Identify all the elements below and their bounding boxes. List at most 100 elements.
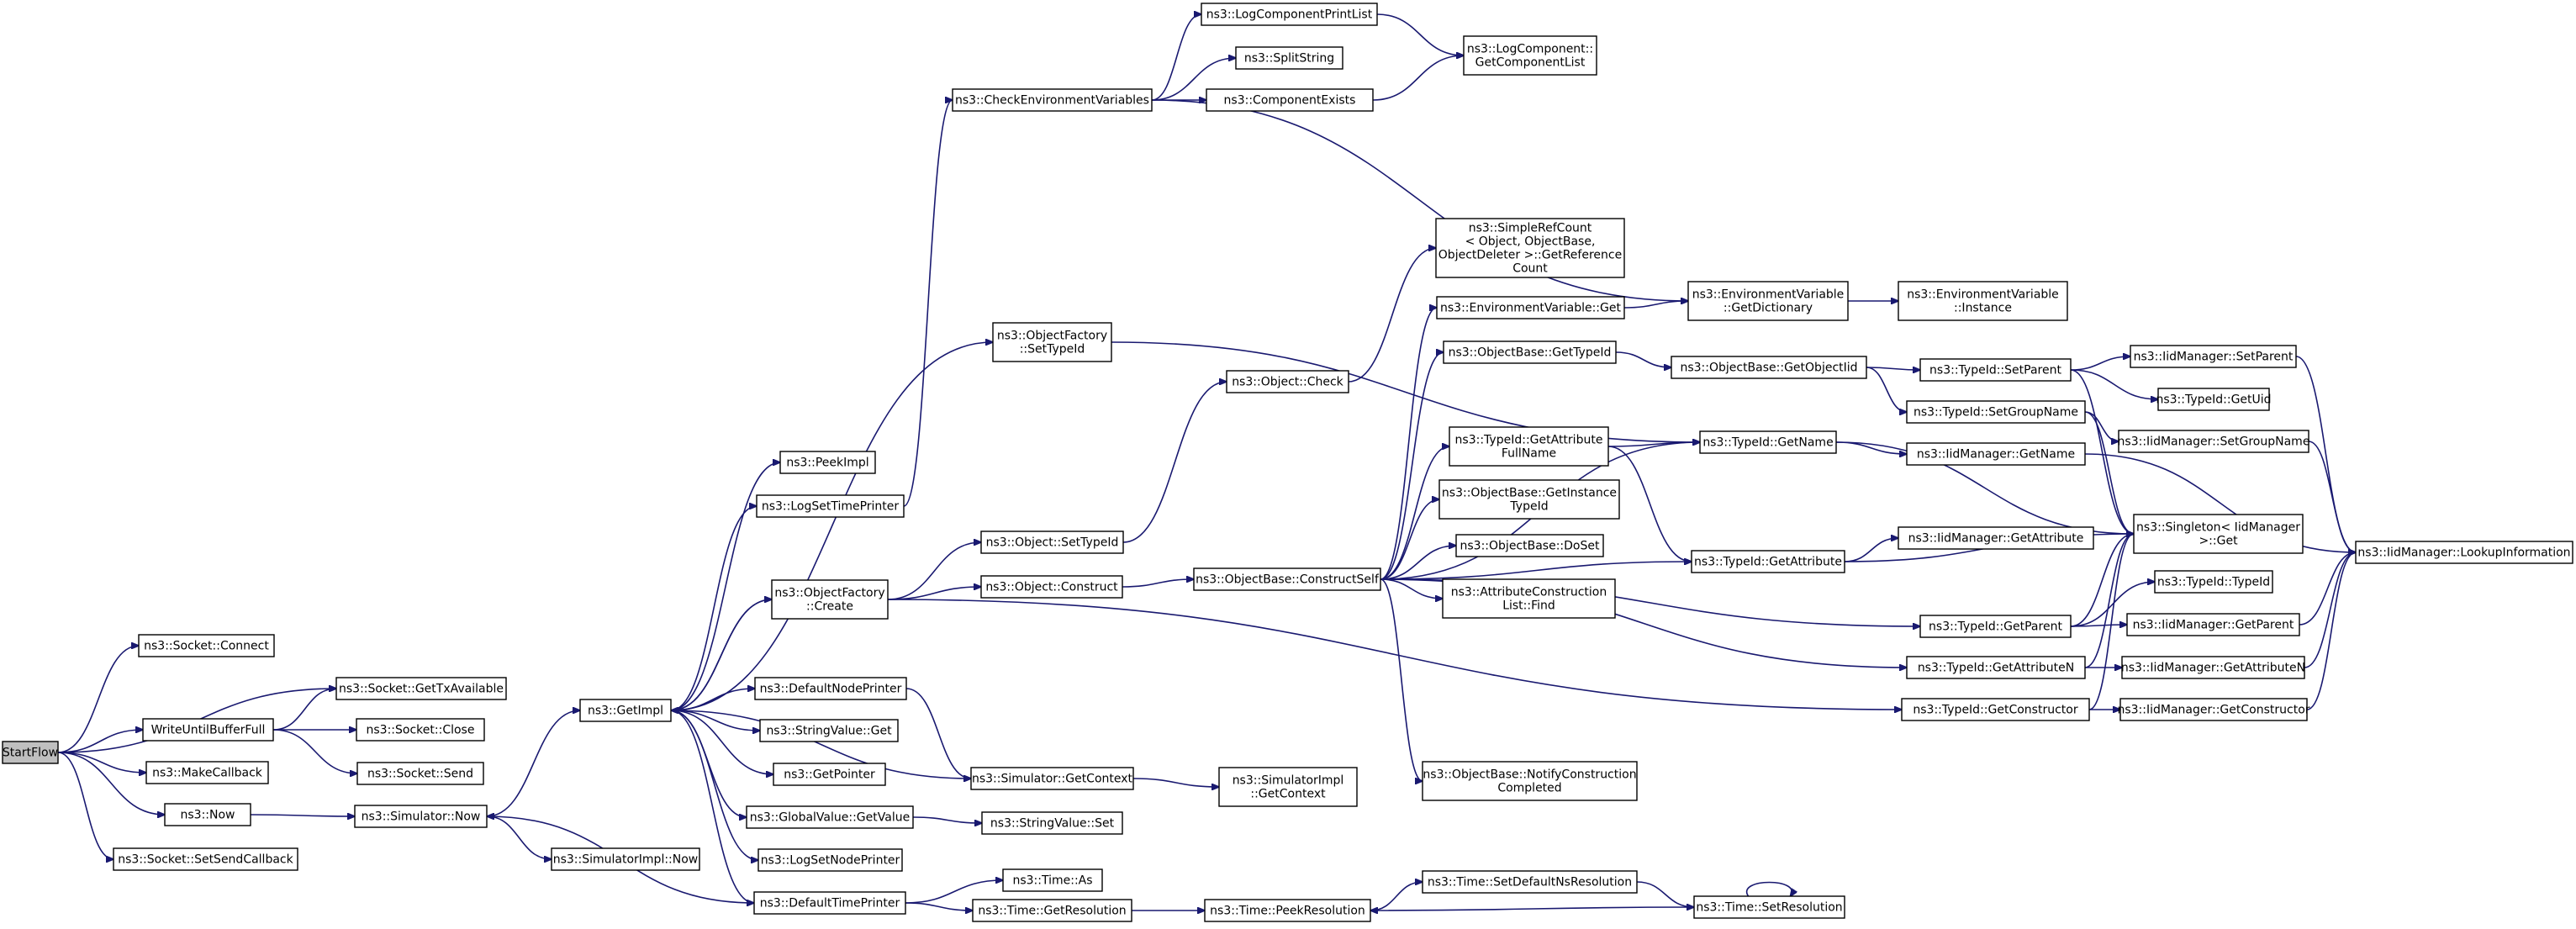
node-iid-manager-get-attribute[interactable]: ns3::IidManager::GetAttribute [1898, 526, 2094, 550]
node-log-set-node-printer[interactable]: ns3::LogSetNodePrinter [757, 848, 903, 872]
node-now[interactable]: ns3::Now [164, 803, 251, 826]
edge-time-set-default-ns-resolution-to-time-set-resolution [1636, 881, 1694, 907]
node-label: ns3::Now [181, 809, 235, 822]
node-label: ns3::Object::Construct [985, 581, 1118, 594]
node-label: ns3::SimpleRefCount [1469, 222, 1592, 235]
node-simulator-now[interactable]: ns3::Simulator::Now [354, 805, 488, 828]
node-simulator-get-context[interactable]: ns3::Simulator::GetContext [970, 767, 1134, 790]
node-box [1435, 218, 1625, 278]
edge-time-set-resolution-to-time-peek-resolution [1370, 906, 1695, 911]
node-peek-impl[interactable]: ns3::PeekImpl [779, 451, 876, 474]
node-label: ns3::EnvironmentVariable::Get [1440, 302, 1621, 315]
node-environment-variable-get-dictionary[interactable]: ns3::EnvironmentVariable::GetDictionary [1687, 281, 1849, 321]
node-box [2, 741, 59, 764]
node-string-value-set[interactable]: ns3::StringValue::Set [981, 811, 1123, 835]
node-type-id-set-parent[interactable]: ns3::TypeId::SetParent [1919, 358, 2072, 382]
node-type-id-get-uid[interactable]: ns3::TypeId::GetUid [2156, 388, 2272, 411]
node-label: StartFlow [3, 747, 58, 760]
node-global-value-get-value[interactable]: ns3::GlobalValue::GetValue [746, 805, 914, 829]
node-iid-manager-get-parent[interactable]: ns3::IidManager::GetParent [2126, 613, 2300, 636]
node-iid-manager-get-attribute-n[interactable]: ns3::IidManager::GetAttributeN [2121, 656, 2305, 679]
node-object-base-get-type-id[interactable]: ns3::ObjectBase::GetTypeId [1443, 340, 1617, 364]
node-object-base-do-set[interactable]: ns3::ObjectBase::DoSet [1455, 534, 1604, 557]
node-type-id-type-id[interactable]: ns3::TypeId::TypeId [2154, 570, 2273, 594]
node-default-time-printer[interactable]: ns3::DefaultTimePrinter [753, 891, 906, 915]
node-iid-manager-get-name[interactable]: ns3::IidManager::GetName [1906, 442, 2086, 466]
node-make-callback[interactable]: ns3::MakeCallback [145, 761, 269, 784]
node-socket-set-send-callback[interactable]: ns3::Socket::SetSendCallback [113, 847, 298, 871]
node-object-construct[interactable]: ns3::Object::Construct [980, 575, 1123, 599]
node-type-id-get-parent[interactable]: ns3::TypeId::GetParent [1919, 615, 2072, 638]
node-component-exists[interactable]: ns3::ComponentExists [1206, 88, 1374, 112]
nodes-layer: StartFlow ns3::Socket::Connectns3::Socket… [2, 3, 2573, 922]
node-simulator-impl-get-context[interactable]: ns3::SimulatorImpl::GetContext [1218, 767, 1358, 807]
node-object-set-type-id[interactable]: ns3::Object::SetTypeId [980, 530, 1124, 554]
node-log-component-get-component-list[interactable]: ns3::LogComponent::GetComponentList [1463, 35, 1597, 76]
node-object-check[interactable]: ns3::Object::Check [1226, 370, 1349, 393]
node-socket-get-tx-available[interactable]: ns3::Socket::GetTxAvailable [335, 677, 507, 700]
node-box [1693, 895, 1845, 919]
node-box [980, 530, 1124, 554]
node-simulator-impl-now[interactable]: ns3::SimulatorImpl::Now [551, 847, 700, 871]
node-get-pointer[interactable]: ns3::GetPointer [773, 763, 886, 786]
node-type-id-get-attribute[interactable]: ns3::TypeId::GetAttribute [1691, 550, 1845, 573]
node-label: ns3::ObjectBase::GetObjectIid [1680, 362, 1857, 375]
node-object-base-get-object-iid[interactable]: ns3::ObjectBase::GetObjectIid [1671, 356, 1867, 379]
node-box [356, 718, 485, 742]
node-write-until-buffer-full[interactable]: WriteUntilBufferFull [142, 718, 274, 742]
node-log-set-time-printer[interactable]: ns3::LogSetTimePrinter [756, 494, 905, 518]
node-singleton-iid-manager-get[interactable]: ns3::Singleton< IidManager >::Get [2133, 514, 2304, 554]
node-type-id-get-name[interactable]: ns3::TypeId::GetName [1699, 430, 1837, 454]
node-object-base-notify-construction-completed[interactable]: ns3::ObjectBase::NotifyConstructionCompl… [1422, 761, 1638, 801]
node-label: ns3::ObjectFactory [997, 330, 1107, 343]
node-string-value-get[interactable]: ns3::StringValue::Get [759, 719, 899, 742]
node-box [579, 699, 672, 722]
node-check-environment-variables[interactable]: ns3::CheckEnvironmentVariables [952, 88, 1153, 112]
node-iid-manager-get-constructor[interactable]: ns3::IidManager::GetConstructor [2117, 698, 2310, 721]
edge-start-flow-to-write-until-buffer-full [57, 730, 143, 753]
edge-component-exists-to-log-component-get-component-list [1372, 55, 1464, 101]
node-box [952, 88, 1153, 112]
node-split-string[interactable]: ns3::SplitString [1235, 46, 1343, 70]
node-simple-ref-count-get-reference-count[interactable]: ns3::SimpleRefCount< Object, ObjectBase,… [1435, 218, 1625, 278]
node-box [2126, 613, 2300, 636]
node-label: ns3::AttributeConstruction [1451, 586, 1607, 599]
node-label: ns3::TypeId::SetParent [1929, 364, 2061, 377]
node-type-id-set-group-name[interactable]: ns3::TypeId::SetGroupName [1906, 400, 2086, 424]
node-object-factory-set-type-id[interactable]: ns3::ObjectFactory::SetTypeId [992, 322, 1112, 362]
node-log-component-print-list[interactable]: ns3::LogComponentPrintList [1201, 3, 1378, 26]
node-box [1901, 698, 2090, 721]
node-start-flow[interactable]: StartFlow [2, 741, 59, 764]
edge-type-id-get-parent-to-type-id-type-id [2070, 582, 2155, 627]
edge-simulator-now-to-simulator-impl-now [486, 816, 552, 859]
node-environment-variable-get[interactable]: ns3::EnvironmentVariable::Get [1436, 296, 1625, 319]
node-box [2355, 541, 2573, 564]
node-default-node-printer[interactable]: ns3::DefaultNodePrinter [754, 677, 907, 700]
node-box [756, 494, 905, 518]
edge-type-id-get-attribute-n-to-singleton-iid-manager-get [2084, 534, 2134, 668]
node-type-id-get-constructor[interactable]: ns3::TypeId::GetConstructor [1901, 698, 2090, 721]
node-get-impl[interactable]: ns3::GetImpl [579, 699, 672, 722]
node-socket-close[interactable]: ns3::Socket::Close [356, 718, 485, 742]
node-iid-manager-lookup-information[interactable]: ns3::IidManager::LookupInformation [2355, 541, 2573, 564]
node-object-factory-create[interactable]: ns3::ObjectFactory::Create [771, 579, 889, 620]
node-time-as[interactable]: ns3::Time::As [1002, 868, 1103, 892]
node-iid-manager-set-parent[interactable]: ns3::IidManager::SetParent [2130, 345, 2297, 368]
node-time-set-resolution[interactable]: ns3::Time::SetResolution [1693, 895, 1845, 919]
node-box [753, 891, 906, 915]
node-box [773, 763, 886, 786]
node-socket-send[interactable]: ns3::Socket::Send [356, 762, 484, 785]
node-socket-connect[interactable]: ns3::Socket::Connect [138, 634, 275, 657]
node-object-base-construct-self[interactable]: ns3::ObjectBase::ConstructSelf [1193, 567, 1381, 591]
node-time-peek-resolution[interactable]: ns3::Time::PeekResolution [1204, 899, 1371, 922]
node-type-id-get-attribute-n[interactable]: ns3::TypeId::GetAttributeN [1906, 656, 2086, 679]
node-time-get-resolution[interactable]: ns3::Time::GetResolution [972, 899, 1132, 922]
node-label: ns3::ObjectFactory [774, 587, 884, 600]
node-label: ns3::TypeId::GetUid [2156, 393, 2271, 407]
node-iid-manager-set-group-name[interactable]: ns3::IidManager::SetGroupName [2118, 430, 2310, 453]
node-time-set-default-ns-resolution[interactable]: ns3::Time::SetDefaultNsResolution [1422, 870, 1638, 894]
node-environment-variable-instance[interactable]: ns3::EnvironmentVariable::Instance [1898, 281, 2068, 321]
